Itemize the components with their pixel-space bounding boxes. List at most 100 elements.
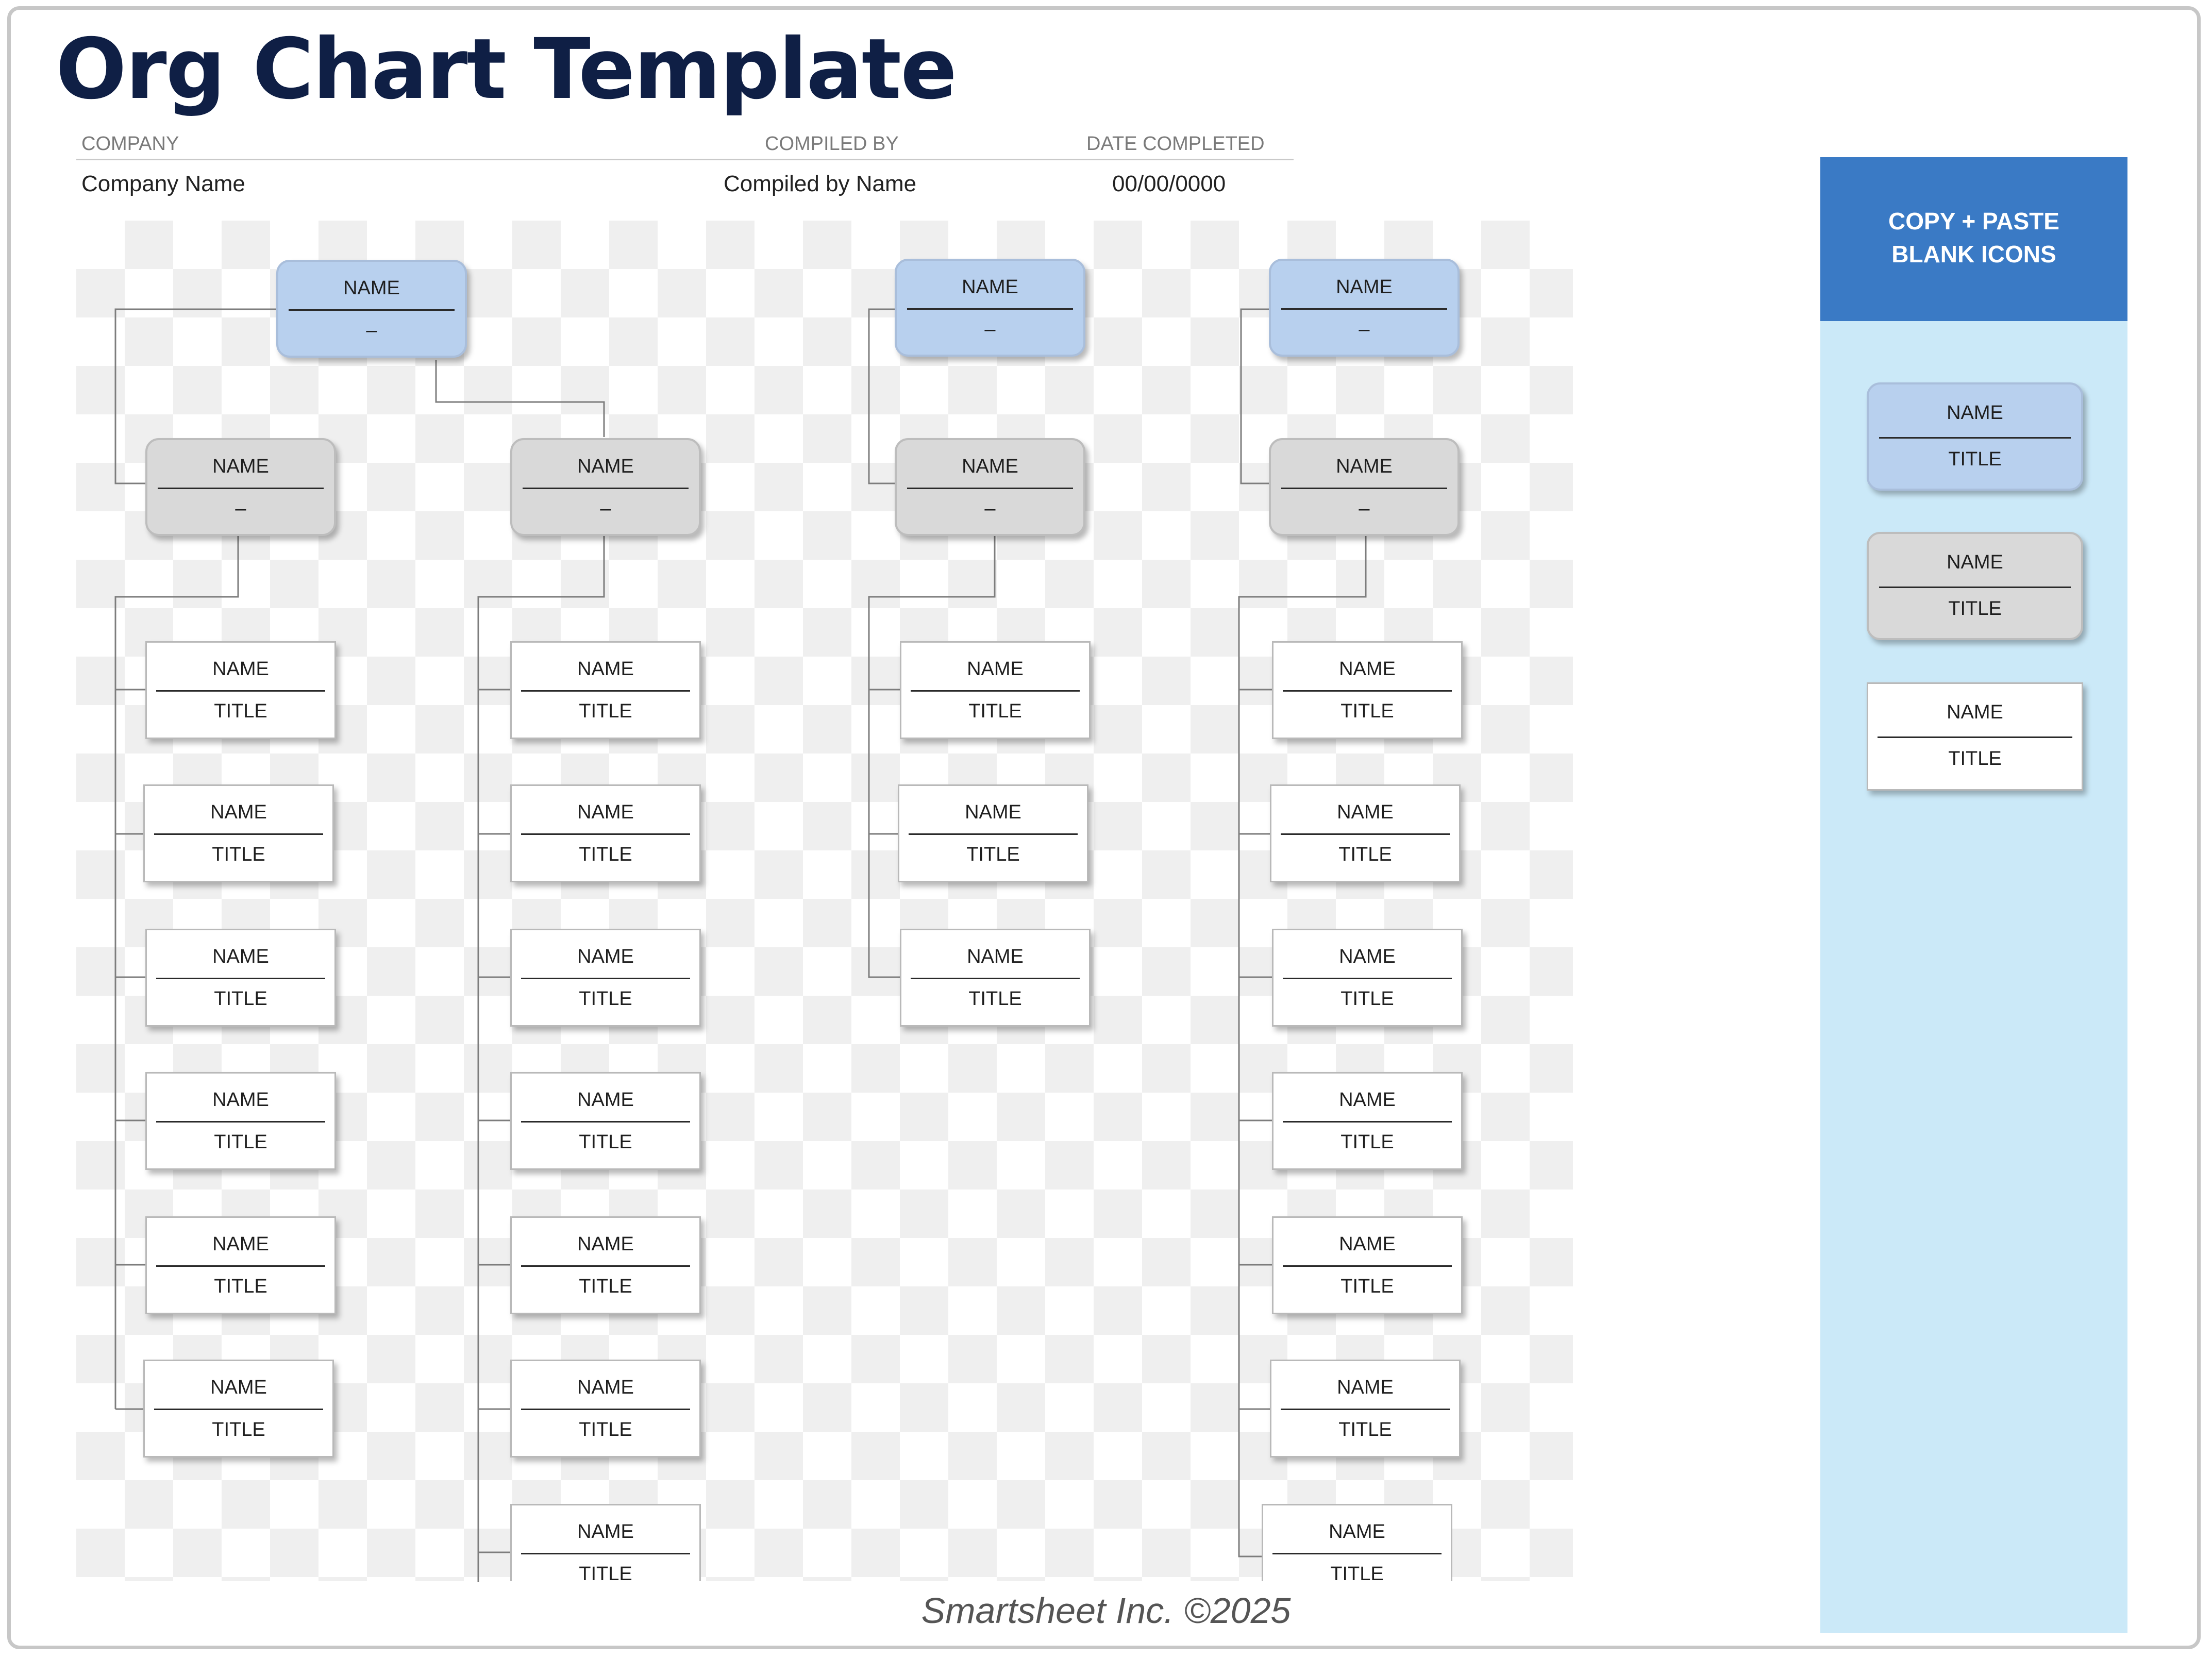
card-title[interactable]: TITLE [1338,1419,1392,1441]
card-name[interactable]: NAME [577,946,634,967]
card-name[interactable]: NAME [577,1089,634,1111]
blank-employee-card[interactable]: NAME TITLE [1867,682,2083,791]
card-title[interactable]: TITLE [579,988,632,1010]
employee-card[interactable]: NAME TITLE [898,784,1088,882]
card-title[interactable]: TITLE [1340,1276,1394,1297]
card-title[interactable]: – [1359,319,1370,340]
card-name[interactable]: NAME [577,801,634,823]
employee-card[interactable]: NAME TITLE [1270,784,1461,882]
compiled-by-field[interactable]: Compiled by Name [724,171,917,196]
executive-card[interactable]: NAME – [1269,259,1460,357]
card-name[interactable]: NAME [210,1377,267,1398]
card-name[interactable]: NAME [1339,946,1396,967]
card-title[interactable]: TITLE [1338,844,1392,865]
card-title[interactable]: TITLE [214,1276,267,1297]
card-title[interactable]: – [984,319,996,340]
employee-card[interactable]: NAME TITLE [510,641,701,739]
card-name[interactable]: NAME [577,658,634,680]
employee-card[interactable]: NAME TITLE [1272,1072,1463,1170]
executive-card[interactable]: NAME – [276,260,467,358]
card-name[interactable]: NAME [577,1233,634,1255]
card-name[interactable]: NAME [967,658,1024,680]
card-name[interactable]: NAME [962,456,1018,477]
manager-card[interactable]: NAME – [510,438,701,536]
card-title[interactable]: TITLE [1340,988,1394,1010]
card-name[interactable]: NAME [1337,801,1394,823]
card-title[interactable]: TITLE [214,1131,267,1153]
employee-card[interactable]: NAME TITLE [1272,641,1463,739]
employee-card[interactable]: NAME TITLE [143,1360,334,1458]
card-title[interactable]: – [1359,498,1370,520]
card-title[interactable]: TITLE [1340,1131,1394,1153]
employee-card[interactable]: NAME TITLE [145,929,336,1027]
card-name[interactable]: NAME [1336,276,1393,298]
card-title[interactable]: TITLE [212,1419,265,1441]
card-name[interactable]: NAME [962,276,1018,298]
card-name[interactable]: NAME [965,801,1021,823]
manager-card[interactable]: NAME – [145,438,336,536]
card-name[interactable]: NAME [212,946,269,967]
card-name[interactable]: NAME [1339,1089,1396,1111]
card-title[interactable]: TITLE [214,700,267,722]
manager-card[interactable]: NAME – [1269,438,1460,536]
card-title[interactable]: TITLE [579,1563,632,1585]
card-title[interactable]: TITLE [968,988,1022,1010]
card-name[interactable]: NAME [1947,402,2003,424]
card-name[interactable]: NAME [1947,701,2003,723]
employee-card[interactable]: NAME TITLE [900,929,1091,1027]
employee-card[interactable]: NAME TITLE [145,1072,336,1170]
card-title[interactable]: TITLE [579,1276,632,1297]
employee-card[interactable]: NAME TITLE [510,1504,701,1585]
employee-card[interactable]: NAME TITLE [1272,929,1463,1027]
card-title[interactable]: – [366,320,377,341]
card-name[interactable]: NAME [577,456,634,477]
employee-card[interactable]: NAME TITLE [510,784,701,882]
company-name-field[interactable]: Company Name [81,171,245,196]
employee-card[interactable]: NAME TITLE [1262,1504,1452,1585]
card-title[interactable]: TITLE [1340,700,1394,722]
card-title[interactable]: TITLE [579,844,632,865]
card-name[interactable]: NAME [212,658,269,680]
card-name[interactable]: NAME [1947,551,2003,573]
card-title[interactable]: TITLE [1948,448,2002,470]
employee-card[interactable]: NAME TITLE [510,929,701,1027]
card-name[interactable]: NAME [210,801,267,823]
employee-card[interactable]: NAME TITLE [510,1072,701,1170]
card-name[interactable]: NAME [212,1089,269,1111]
card-title[interactable]: – [235,498,246,520]
employee-card[interactable]: NAME TITLE [143,784,334,882]
card-name[interactable]: NAME [343,277,400,299]
card-title[interactable]: TITLE [579,1419,632,1441]
employee-card[interactable]: NAME TITLE [1270,1360,1461,1458]
card-title[interactable]: TITLE [214,988,267,1010]
blank-executive-card[interactable]: NAME TITLE [1867,382,2083,491]
card-title[interactable]: TITLE [1330,1563,1384,1585]
card-title[interactable]: TITLE [968,700,1022,722]
employee-card[interactable]: NAME TITLE [900,641,1091,739]
card-title[interactable]: – [984,498,996,520]
employee-card[interactable]: NAME TITLE [510,1216,701,1314]
card-title[interactable]: – [600,498,611,520]
card-name[interactable]: NAME [967,946,1024,967]
blank-manager-card[interactable]: NAME TITLE [1867,532,2083,640]
card-title[interactable]: TITLE [579,1131,632,1153]
manager-card[interactable]: NAME – [895,438,1085,536]
employee-card[interactable]: NAME TITLE [145,641,336,739]
card-name[interactable]: NAME [577,1377,634,1398]
card-name[interactable]: NAME [1339,1233,1396,1255]
card-name[interactable]: NAME [1336,456,1393,477]
employee-card[interactable]: NAME TITLE [510,1360,701,1458]
card-title[interactable]: TITLE [212,844,265,865]
card-name[interactable]: NAME [212,456,269,477]
card-title[interactable]: TITLE [1948,748,2002,769]
executive-card[interactable]: NAME – [895,259,1085,357]
card-name[interactable]: NAME [212,1233,269,1255]
card-title[interactable]: TITLE [579,700,632,722]
card-title[interactable]: TITLE [1948,598,2002,619]
card-name[interactable]: NAME [1329,1521,1385,1543]
card-title[interactable]: TITLE [966,844,1020,865]
card-name[interactable]: NAME [1337,1377,1394,1398]
card-name[interactable]: NAME [577,1521,634,1543]
card-name[interactable]: NAME [1339,658,1396,680]
date-completed-field[interactable]: 00/00/0000 [1112,171,1226,196]
